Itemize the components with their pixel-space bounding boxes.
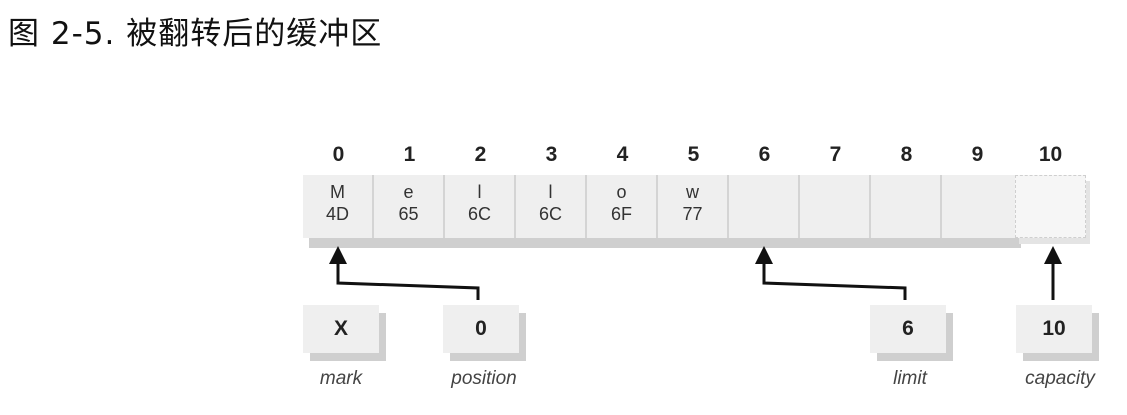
index-label: 2 [474,143,487,166]
cell-hex: 6C [467,204,491,224]
cell-char: M [330,182,345,202]
cell-char: o [616,182,627,202]
capacity-value-box: 10 [1016,305,1092,353]
buffer-cell: M 4D [303,175,374,238]
index-label: 8 [900,143,913,166]
capacity-arrow [1044,246,1062,300]
buffer-cell [800,175,871,238]
mark-label: mark [319,368,363,389]
cell-char: e [403,182,414,202]
cell-hex: 77 [682,204,703,224]
arrowhead-icon [1044,246,1062,264]
cell-hex: 6F [610,204,632,224]
buffer-cell: w 77 [658,175,729,238]
buffer-cell [942,175,1013,238]
position-value-box: 0 [443,305,519,353]
cell-char: l [477,182,482,202]
index-label: 6 [758,143,771,166]
arrowhead-icon [329,246,347,264]
buffer-cell: e 65 [374,175,445,238]
index-label: 0 [332,143,345,166]
arrowhead-icon [755,246,773,264]
buffer-cell: l 6C [445,175,516,238]
index-label: 1 [403,143,416,166]
index-label: 3 [545,143,558,166]
cell-char: l [548,182,553,202]
buffer-cell: l 6C [516,175,587,238]
capacity-boundary-cell [1015,175,1086,238]
index-label: 10 [1038,143,1063,166]
buffer-cell [871,175,942,238]
index-label: 7 [829,143,842,166]
position-arrow [329,246,480,300]
position-label: position [451,368,517,389]
cell-hex: 6C [538,204,562,224]
figure-title: 图 2-5. 被翻转后的缓冲区 [8,16,383,52]
index-label: 5 [687,143,700,166]
cell-char: w [686,182,699,202]
cell-hex: 65 [398,204,419,224]
capacity-label: capacity [1025,368,1095,389]
buffer-cell: o 6F [587,175,658,238]
limit-value-box: 6 [870,305,946,353]
cell-hex: 4D [325,204,349,224]
mark-value-box: X [303,305,379,353]
index-label: 9 [971,143,984,166]
buffer-cell [729,175,800,238]
index-label: 4 [616,143,629,166]
limit-arrow [755,246,907,300]
limit-label: limit [893,368,927,389]
